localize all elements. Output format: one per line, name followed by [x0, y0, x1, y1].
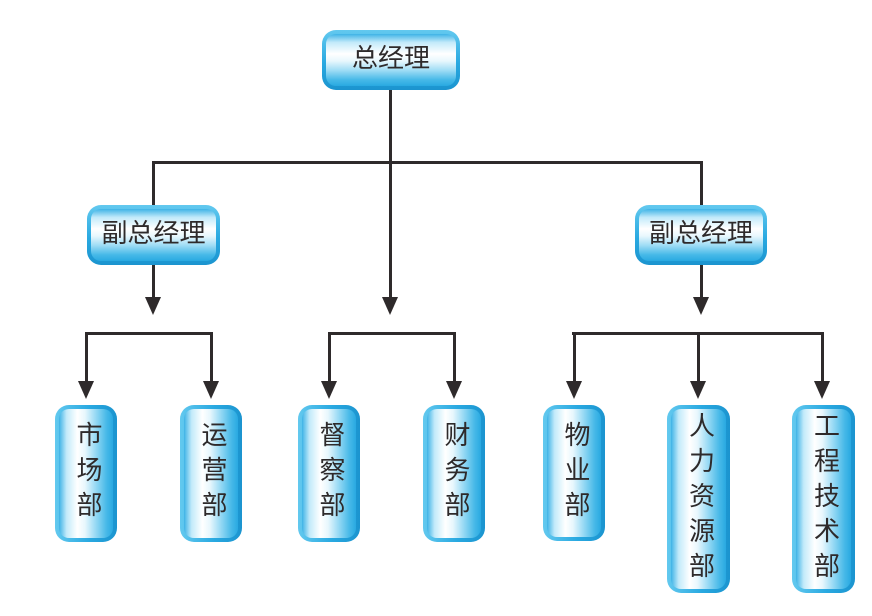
arrowhead-hr	[690, 381, 706, 399]
node-supervision-dept: 督察部	[298, 405, 360, 542]
connector-root-stem	[389, 90, 392, 298]
node-deputy-general-manager-left: 副总经理	[87, 205, 220, 265]
bracket-right-drop-3	[821, 332, 824, 382]
arrowhead-engineering	[814, 381, 830, 399]
node-deputy-right-label: 副总经理	[648, 219, 753, 250]
node-operations-dept-label: 运营部	[196, 421, 227, 526]
node-general-manager: 总经理	[322, 30, 460, 90]
bracket-middle-bar	[328, 332, 456, 335]
node-engineering-dept: 工程技术部	[792, 405, 855, 593]
bracket-middle-drop-1	[328, 332, 331, 382]
node-hr-dept: 人力资源部	[667, 405, 730, 593]
node-general-manager-label: 总经理	[351, 44, 430, 75]
arrowhead-finance	[446, 381, 462, 399]
bracket-left-drop-1	[85, 332, 88, 382]
node-operations-dept: 运营部	[180, 405, 242, 542]
node-supervision-dept-label: 督察部	[314, 421, 345, 526]
node-deputy-general-manager-right: 副总经理	[635, 205, 767, 265]
node-finance-dept: 财务部	[423, 405, 485, 542]
node-property-dept-label: 物业部	[559, 420, 590, 526]
node-finance-dept-label: 财务部	[439, 421, 470, 526]
bracket-right-drop-2	[697, 332, 700, 382]
node-deputy-left-label: 副总经理	[101, 219, 206, 250]
node-property-dept: 物业部	[543, 405, 605, 541]
bracket-middle-drop-2	[453, 332, 456, 382]
node-marketing-dept: 市场部	[55, 405, 117, 542]
arrowhead-operations	[203, 381, 219, 399]
arrowhead-supervision	[321, 381, 337, 399]
connector-deputy-right-stem	[700, 265, 703, 298]
node-hr-dept-label: 人力资源部	[684, 411, 715, 587]
arrowhead-deputy-left	[145, 297, 161, 315]
bracket-left-bar	[85, 332, 213, 335]
connector-deputy-left-stem	[152, 265, 155, 298]
arrowhead-marketing	[78, 381, 94, 399]
arrowhead-deputy-right	[693, 297, 709, 315]
bracket-left-drop-2	[210, 332, 213, 382]
connector-level2-drop-left	[152, 161, 155, 205]
connector-level2-drop-right	[700, 161, 703, 205]
node-engineering-dept-label: 工程技术部	[809, 411, 840, 587]
node-marketing-dept-label: 市场部	[71, 421, 102, 526]
connector-level2-bar	[152, 161, 703, 164]
arrowhead-property	[566, 381, 582, 399]
bracket-right-drop-1	[573, 332, 576, 382]
arrowhead-root-to-middle	[382, 297, 398, 315]
